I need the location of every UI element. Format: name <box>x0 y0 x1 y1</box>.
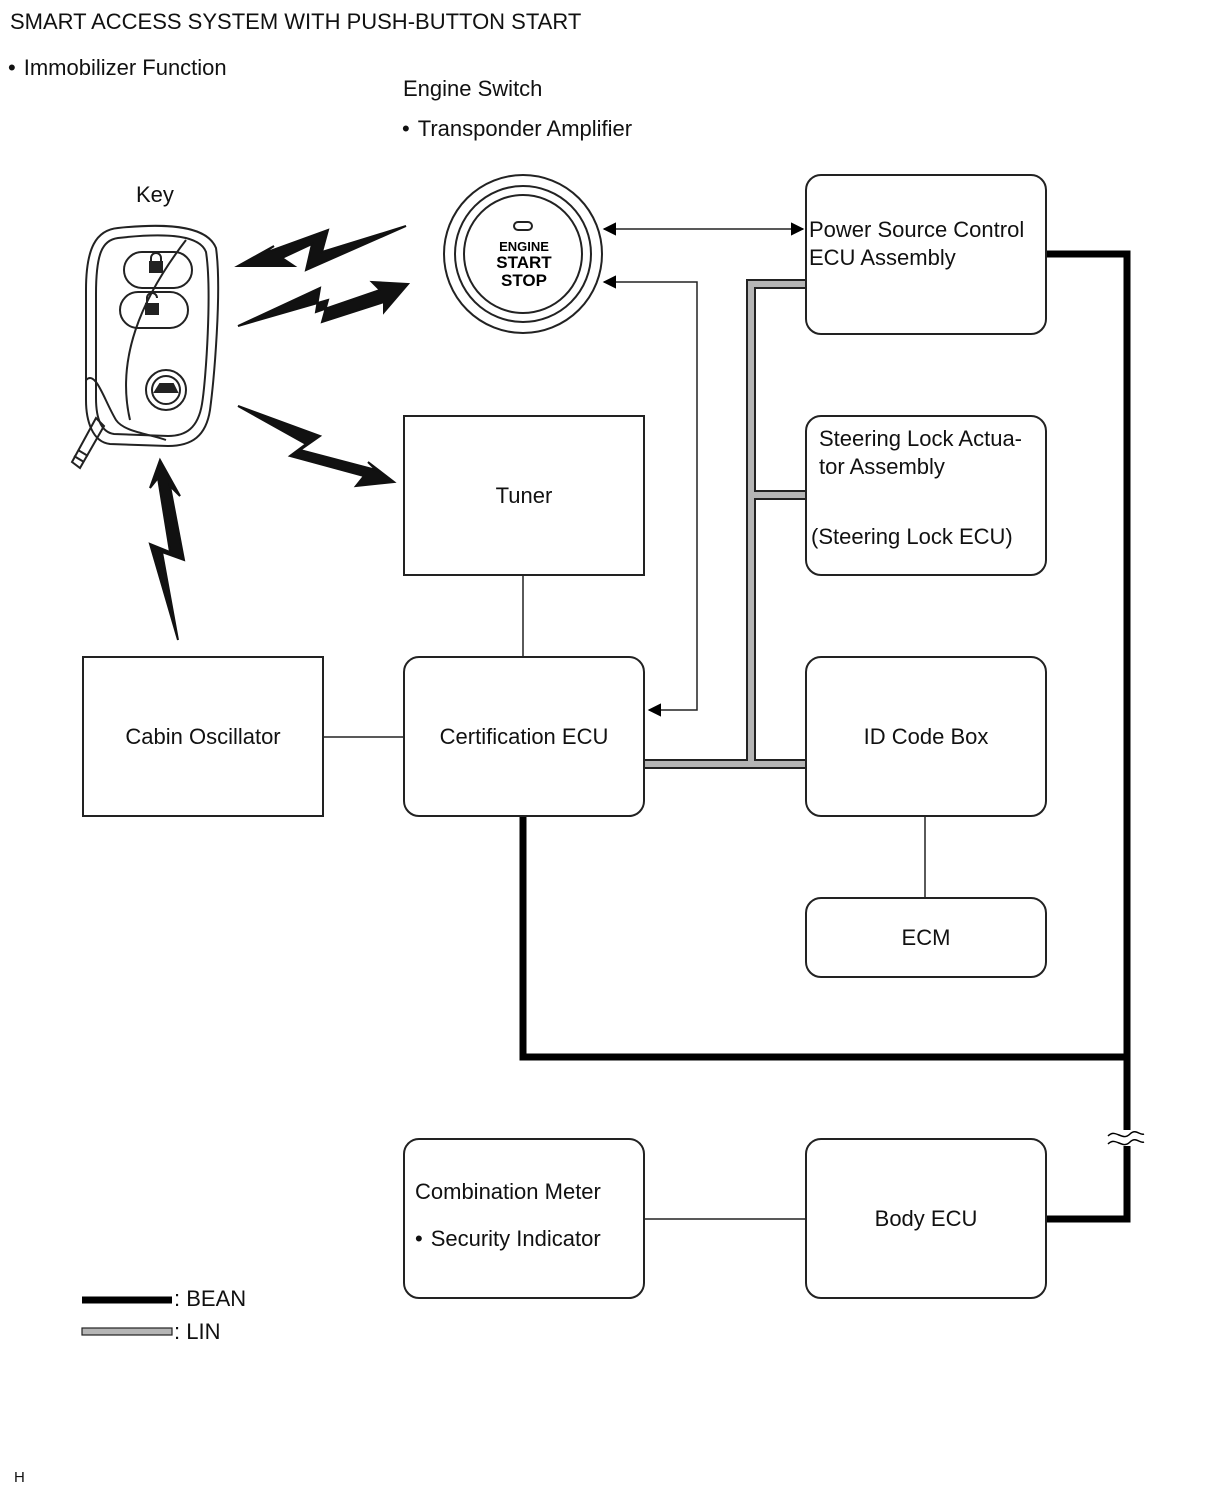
lin-bus <box>644 279 805 769</box>
steering-lock-line-2: tor Assembly <box>819 454 945 479</box>
engine-start-stop-button-icon <box>443 174 603 334</box>
certification-ecu-box: Certification ECU <box>403 656 645 817</box>
signal-lines <box>323 222 926 1220</box>
ecm-box: ECM <box>805 897 1047 978</box>
diagram-title: SMART ACCESS SYSTEM WITH PUSH-BUTTON STA… <box>10 9 582 34</box>
tuner-label: Tuner <box>495 482 553 508</box>
key-label: Key <box>136 182 174 207</box>
transponder-amplifier-label: Transponder Amplifier <box>402 118 632 140</box>
steering-lock-actuator-box: Steering Lock Actua- tor Assembly (Steer… <box>805 415 1047 576</box>
legend-lin-swatch <box>81 1327 173 1336</box>
stop-text: STOP <box>501 271 547 290</box>
steering-lock-line-3: (Steering Lock ECU) <box>811 524 1013 549</box>
legend-lin-label: : LIN <box>174 1319 221 1344</box>
body-ecu-label: Body ECU <box>874 1205 978 1231</box>
security-indicator-text: Security Indicator <box>430 1226 601 1251</box>
engine-switch-label: Engine Switch <box>403 76 543 101</box>
id-code-box-label: ID Code Box <box>863 723 989 749</box>
engine-switch-certification-link <box>602 275 698 717</box>
tuner-box: Tuner <box>403 415 645 576</box>
body-ecu-box: Body ECU <box>805 1138 1047 1299</box>
transponder-amplifier-text: Transponder Amplifier <box>417 116 633 141</box>
footer-code: H <box>14 1469 25 1486</box>
combination-meter-box: Combination Meter Security Indicator <box>403 1138 645 1299</box>
power-source-control-ecu-box: Power Source Control ECU Assembly <box>805 174 1047 335</box>
cabin-oscillator-label: Cabin Oscillator <box>125 723 281 749</box>
diagram-subtitle: Immobilizer Function <box>8 57 227 79</box>
power-source-line-2: ECU Assembly <box>809 245 956 270</box>
security-indicator-label: Security Indicator <box>415 1225 601 1253</box>
bean-bus <box>519 250 1131 1223</box>
id-code-box: ID Code Box <box>805 656 1047 817</box>
ecm-label: ECM <box>901 924 951 950</box>
legend-bean-label: : BEAN <box>174 1286 247 1311</box>
start-text: START <box>496 253 552 272</box>
cabin-oscillator-box: Cabin Oscillator <box>82 656 324 817</box>
bus-break-icon <box>1107 1131 1145 1146</box>
power-source-line-1: Power Source Control <box>809 217 1025 242</box>
key-fob-icon <box>70 224 220 470</box>
engine-text: ENGINE <box>499 239 549 254</box>
subtitle-text: Immobilizer Function <box>23 55 227 80</box>
combination-meter-label: Combination Meter <box>415 1179 601 1204</box>
steering-lock-line-1: Steering Lock Actua- <box>819 426 1023 451</box>
wireless-signal-icon <box>148 225 411 641</box>
certification-ecu-label: Certification ECU <box>439 723 609 749</box>
